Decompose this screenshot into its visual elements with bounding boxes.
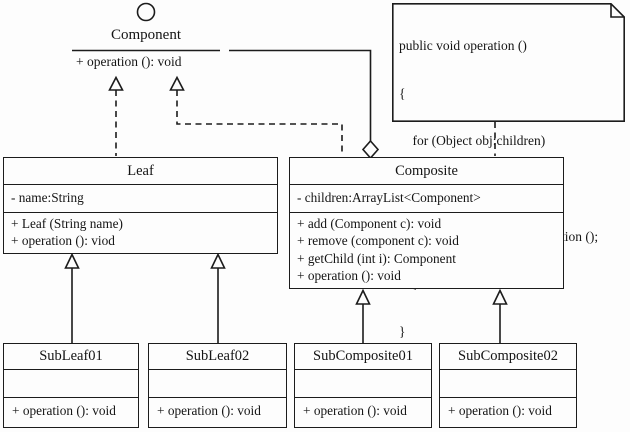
method: + add (Component c): void — [297, 215, 442, 231]
methods-compartment: + operation (): void — [149, 398, 286, 423]
class-subcomposite02: SubComposite02 + operation (): void — [439, 343, 577, 428]
attributes-compartment: - name:String — [4, 185, 277, 213]
method: + operation (): void — [157, 403, 261, 418]
class-subleaf01: SubLeaf01 + operation (): void — [3, 343, 139, 428]
class-title: Leaf — [4, 158, 277, 185]
generalization-arrowhead-icon — [492, 288, 508, 305]
method: + operation (): void — [448, 403, 552, 418]
note-outline — [392, 3, 625, 122]
aggregation-line — [229, 49, 372, 141]
realization-arrowhead-icon — [108, 75, 124, 91]
attributes-compartment — [295, 370, 431, 398]
note-code-line: public void operation () — [399, 37, 527, 53]
method: + operation (): void — [303, 403, 407, 418]
methods-compartment: + Leaf (String name) + operation (): vio… — [4, 213, 277, 250]
methods-compartment: + operation (): void — [4, 398, 138, 423]
interface-component-name: Component — [111, 27, 181, 43]
attribute: - name:String — [11, 190, 84, 205]
class-title: SubLeaf02 — [149, 344, 286, 370]
note-code-line: } — [399, 324, 406, 340]
generalization-arrowhead-icon — [210, 252, 226, 269]
methods-compartment: + operation (): void — [440, 398, 576, 423]
class-leaf: Leaf - name:String + Leaf (String name) … — [3, 157, 278, 254]
class-composite: Composite - children:ArrayList<Component… — [289, 157, 564, 289]
interface-component-operation: + operation (): void — [76, 54, 182, 69]
realization-composite-line — [176, 90, 343, 156]
method: + operation (): viod — [11, 233, 115, 248]
class-title: SubComposite02 — [440, 344, 576, 370]
methods-compartment: + add (Component c): void + remove (comp… — [290, 213, 563, 285]
method: + operation (): void — [297, 268, 401, 283]
method: + operation (): void — [12, 403, 116, 418]
class-title: Composite — [290, 158, 563, 185]
class-title: SubLeaf01 — [4, 344, 138, 370]
class-title: SubComposite01 — [295, 344, 431, 370]
note-code-line: for (Object obj:children) — [399, 133, 546, 149]
attributes-compartment: - children:ArrayList<Component> — [290, 185, 563, 213]
realization-arrowhead-icon — [169, 75, 185, 91]
interface-lollipop-icon — [136, 2, 156, 22]
methods-compartment: + operation (): void — [295, 398, 431, 423]
note-code-line: { — [399, 85, 406, 101]
aggregation-diamond-icon — [361, 139, 380, 160]
attributes-compartment — [440, 370, 576, 398]
class-subleaf02: SubLeaf02 + operation (): void — [148, 343, 287, 428]
class-subcomposite01: SubComposite01 + operation (): void — [294, 343, 432, 428]
note-fold-icon — [610, 3, 625, 18]
method: + remove (component c): void — [297, 233, 459, 248]
attribute: - children:ArrayList<Component> — [297, 190, 481, 205]
method: + getChild (int i): Component — [297, 250, 456, 266]
generalization-arrowhead-icon — [355, 288, 371, 305]
attributes-compartment — [149, 370, 286, 398]
method: + Leaf (String name) — [11, 215, 123, 231]
generalization-arrowhead-icon — [64, 252, 80, 269]
attributes-compartment — [4, 370, 138, 398]
